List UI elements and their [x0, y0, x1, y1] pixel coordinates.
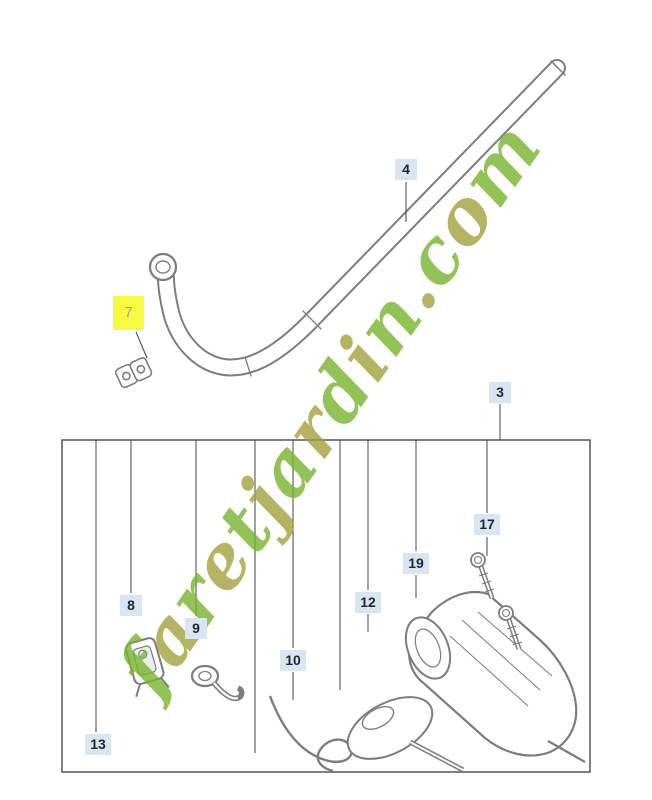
part-label-12[interactable]: 12 [355, 592, 381, 613]
switch-part [124, 637, 170, 698]
throttle-cable-part [268, 695, 353, 773]
part-label-19[interactable]: 19 [403, 553, 429, 574]
trigger-lock-part [190, 664, 245, 702]
part-label-4[interactable]: 4 [395, 159, 417, 180]
part-label-3[interactable]: 3 [489, 382, 511, 403]
part-label-13[interactable]: 13 [85, 734, 111, 755]
part-label-17[interactable]: 17 [474, 514, 500, 535]
leader-lines [95, 182, 501, 753]
part-label-10[interactable]: 10 [280, 650, 306, 671]
part-label-8[interactable]: 8 [120, 595, 142, 616]
screw-icon-b [498, 605, 523, 650]
gear-housing-part [404, 590, 586, 763]
clutch-drum-part [346, 696, 465, 773]
tube-end-knob-icon [148, 252, 178, 282]
assembly-frame [61, 439, 591, 773]
part-label-7-selected[interactable]: 7 [113, 296, 144, 330]
part-label-9[interactable]: 9 [185, 618, 207, 639]
handlebar-tube [157, 59, 566, 377]
clamp-fitting-part [114, 357, 153, 389]
screw-icon-a [470, 552, 495, 599]
